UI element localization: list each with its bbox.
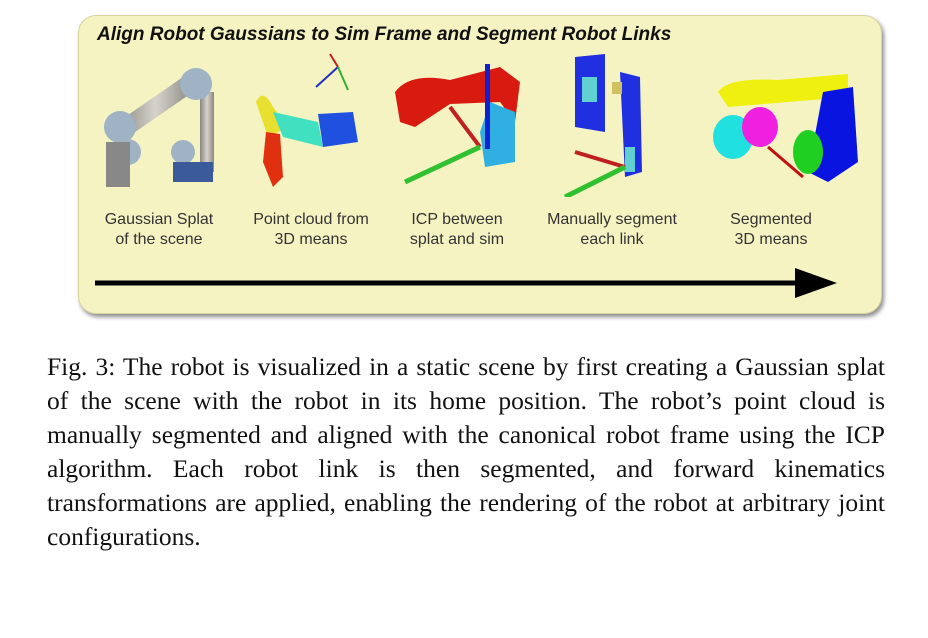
step-label-line2: of the scene xyxy=(115,231,203,248)
step-gaussian-splat: Gaussian Splat of the scene xyxy=(84,210,234,250)
step-label-line1: ICP between xyxy=(411,211,503,228)
step-label-line2: 3D means xyxy=(274,231,348,248)
icp-alignment-image xyxy=(395,64,520,185)
step-label-line1: Manually segment xyxy=(547,211,677,228)
figure-caption: Fig. 3: The robot is visualized in a sta… xyxy=(47,352,885,551)
step-point-cloud: Point cloud from 3D means xyxy=(236,210,386,250)
step-label-line1: Gaussian Splat xyxy=(104,211,214,228)
step-label-line1: Segmented xyxy=(730,211,812,228)
step-label-line2: splat and sim xyxy=(409,231,505,248)
step-label-line2: 3D means xyxy=(734,231,808,248)
step-segmented-means: Segmented 3D means xyxy=(696,210,846,250)
step-manual-segment: Manually segment each link xyxy=(537,210,687,250)
point-cloud-image xyxy=(256,53,358,187)
robot-arm-splat-image xyxy=(104,68,214,187)
step-label-line1: Point cloud from xyxy=(253,211,369,228)
process-arrow xyxy=(95,268,837,298)
panel-title: Align Robot Gaussians to Sim Frame and S… xyxy=(97,24,672,45)
manual-segmentation-image xyxy=(563,54,642,197)
step-icp: ICP between splat and sim xyxy=(382,210,532,250)
segmented-links-image xyxy=(713,74,858,182)
step-label-line2: each link xyxy=(580,231,644,248)
